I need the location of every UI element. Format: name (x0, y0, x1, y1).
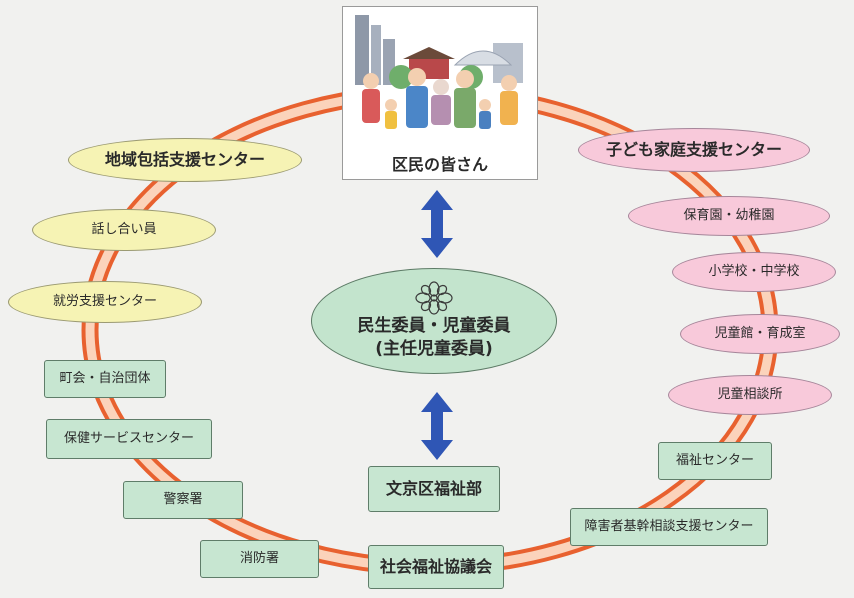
police-station-box: 警察署 (123, 481, 243, 519)
residents-illustration (343, 7, 537, 147)
social-welfare-council-box: 社会福祉協議会 (368, 545, 504, 589)
community-support-center-ellipse: 地域包括支援センター (68, 138, 302, 182)
bunkyo-welfare-dept-box: 文京区福祉部 (368, 466, 500, 512)
employment-support-ellipse: 就労支援センター (8, 281, 202, 323)
disability-consultation-center-box: 障害者基幹相談支援センター (570, 508, 768, 546)
two-way-arrow-top (421, 190, 453, 258)
neighborhood-association-box: 町会・自治団体 (44, 360, 166, 398)
welfare-center-box: 福祉センター (658, 442, 772, 480)
center-subtitle: (主任児童委員) (375, 339, 493, 359)
counselor-ellipse: 話し合い員 (32, 209, 216, 251)
residents-picture-box: 区民の皆さん (342, 6, 538, 180)
center-committee-oval: 民生委員・児童委員 (主任児童委員) (311, 268, 557, 374)
health-service-center-box: 保健サービスセンター (46, 419, 212, 459)
nursery-kindergarten-ellipse: 保育園・幼稚園 (628, 196, 830, 236)
child-guidance-center-ellipse: 児童相談所 (668, 375, 832, 415)
fire-station-box: 消防署 (200, 540, 319, 578)
two-way-arrow-bottom (421, 392, 453, 460)
elementary-junior-high-ellipse: 小学校・中学校 (672, 252, 836, 292)
childrens-hall-ellipse: 児童館・育成室 (680, 314, 840, 354)
child-family-support-center-ellipse: 子ども家庭支援センター (578, 128, 810, 172)
center-title: 民生委員・児童委員 (357, 316, 511, 337)
residents-label: 区民の皆さん (391, 155, 488, 174)
flower-icon (415, 281, 453, 315)
